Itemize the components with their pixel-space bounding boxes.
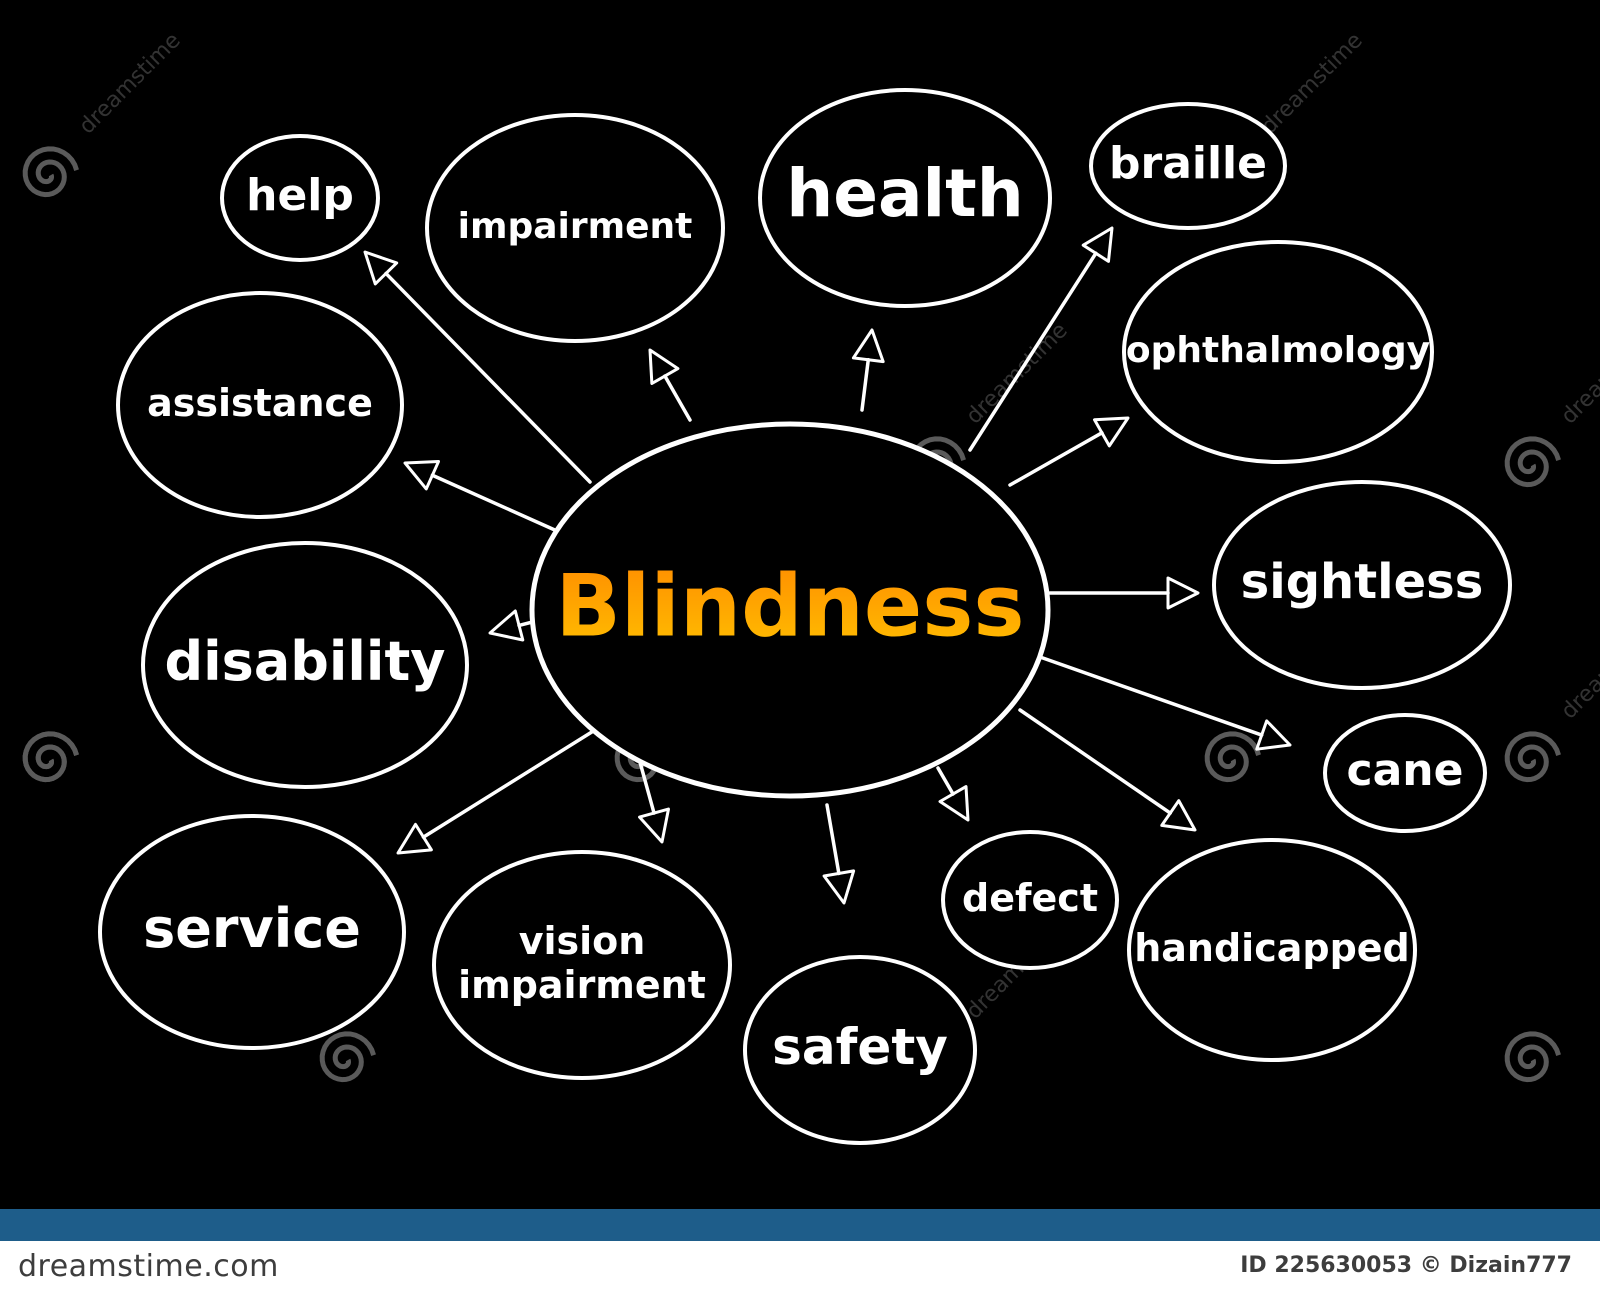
node-shape-help	[220, 134, 380, 262]
node-layer: help impairment health braille ophthalmology…	[98, 88, 1512, 1145]
mind-map-diagram: dreamstime dreamstime dreamstime dreamstime…	[22, 28, 1600, 1145]
node-label-defect: defect	[962, 876, 1098, 920]
arrowhead-safety	[822, 869, 856, 905]
node-label-service: service	[143, 897, 361, 960]
node-service: service	[98, 814, 406, 1050]
node-shape-ophthalmology	[1122, 240, 1434, 464]
watermark-spiral-icon	[22, 731, 79, 783]
connector-line-vision-impairment	[636, 753, 656, 815]
connector-line-service	[421, 728, 597, 839]
node-label-cane: cane	[1347, 745, 1464, 796]
node-disability: disability	[141, 541, 469, 789]
node-assistance: assistance	[116, 291, 404, 519]
connector-line-cane	[1038, 655, 1264, 737]
connector-line-help	[384, 271, 592, 484]
connector-line-ophthalmology	[1008, 431, 1104, 487]
node-shape-braille	[1089, 102, 1287, 230]
arrowhead-health	[851, 328, 885, 364]
connector-line-braille	[968, 251, 1098, 452]
watermark-text: dreamstime	[1257, 28, 1368, 139]
connector-line-impairment	[663, 374, 692, 422]
node-ophthalmology: ophthalmology	[1122, 240, 1434, 464]
connector-line-safety	[825, 803, 841, 876]
node-shape-disability	[141, 541, 469, 789]
node-shape-sightless	[1212, 480, 1512, 690]
watermark-spiral-icon	[1504, 731, 1561, 783]
node-shape-service	[98, 814, 406, 1050]
node-health: health	[758, 88, 1052, 308]
node-help: help	[220, 134, 380, 262]
node-shape-cane	[1323, 713, 1487, 833]
node-shape-defect	[941, 830, 1119, 970]
node-label-assistance: assistance	[147, 381, 373, 425]
connector-line-health	[860, 358, 871, 412]
watermark-text: dreamstime	[1557, 613, 1600, 724]
node-label-impairment: impairment	[458, 206, 693, 247]
watermark-spiral-icon	[1204, 731, 1261, 783]
arrowhead-braille	[1081, 226, 1114, 263]
arrowhead-handicapped	[1160, 799, 1197, 832]
node-braille: braille	[1089, 102, 1287, 230]
arrowhead-cane	[1255, 719, 1292, 751]
arrowhead-sightless	[1166, 576, 1200, 610]
arrowhead-help	[363, 250, 399, 286]
site-name: dreamstime.com	[18, 1249, 279, 1284]
arrowhead-assistance	[403, 460, 441, 491]
node-defect: defect	[941, 830, 1119, 970]
arrowhead-service	[396, 822, 433, 855]
node-label-handicapped: handicapped	[1134, 926, 1410, 970]
node-label-sightless: sightless	[1241, 554, 1484, 610]
central-node: Blindness	[529, 421, 1051, 799]
connector-line-handicapped	[1018, 708, 1173, 815]
watermark-spiral-icon	[1504, 1031, 1561, 1083]
connector-line-defect	[936, 766, 955, 796]
node-shape-safety	[743, 955, 977, 1145]
node-shape-impairment	[425, 113, 725, 343]
node-impairment: impairment	[425, 113, 725, 343]
node-shape-assistance	[116, 291, 404, 519]
node-shape-health	[758, 88, 1052, 308]
arrowhead-defect	[938, 785, 970, 822]
watermark-spiral-icon	[319, 1031, 376, 1083]
node-label-help: help	[246, 170, 354, 221]
watermark-spiral-icon	[1504, 436, 1561, 488]
node-sightless: sightless	[1212, 480, 1512, 690]
node-shape-vision-impairment	[432, 850, 732, 1080]
footer-bar: dreamstime.com ID 225630053 © Dizain777	[0, 1209, 1600, 1299]
node-label-safety: safety	[772, 1018, 948, 1076]
image-id-credit: ID 225630053 © Dizain777	[1240, 1253, 1572, 1278]
connector-layer	[363, 226, 1292, 905]
arrowhead-disability	[488, 609, 525, 642]
node-label-health: health	[786, 155, 1023, 232]
node-label-disability: disability	[165, 630, 446, 693]
node-safety: safety	[743, 955, 977, 1145]
node-label-braille: braille	[1109, 138, 1267, 189]
central-node-label: Blindness	[555, 556, 1024, 656]
node-cane: cane	[1323, 713, 1487, 833]
watermark-text: dreamstime	[1557, 318, 1600, 429]
watermark-text: dreamstime	[75, 28, 186, 139]
central-node-shape	[529, 421, 1051, 799]
footer-stripe	[0, 1209, 1600, 1241]
watermark-spiral-icon	[22, 146, 79, 198]
node-label-ophthalmology: ophthalmology	[1126, 330, 1430, 371]
node-shape-handicapped	[1127, 838, 1417, 1062]
connector-line-assistance	[430, 473, 568, 537]
node-handicapped: handicapped	[1127, 838, 1417, 1062]
arrowhead-vision-impairment	[638, 807, 670, 844]
arrowhead-ophthalmology	[1093, 416, 1130, 448]
arrowhead-impairment	[648, 348, 680, 385]
